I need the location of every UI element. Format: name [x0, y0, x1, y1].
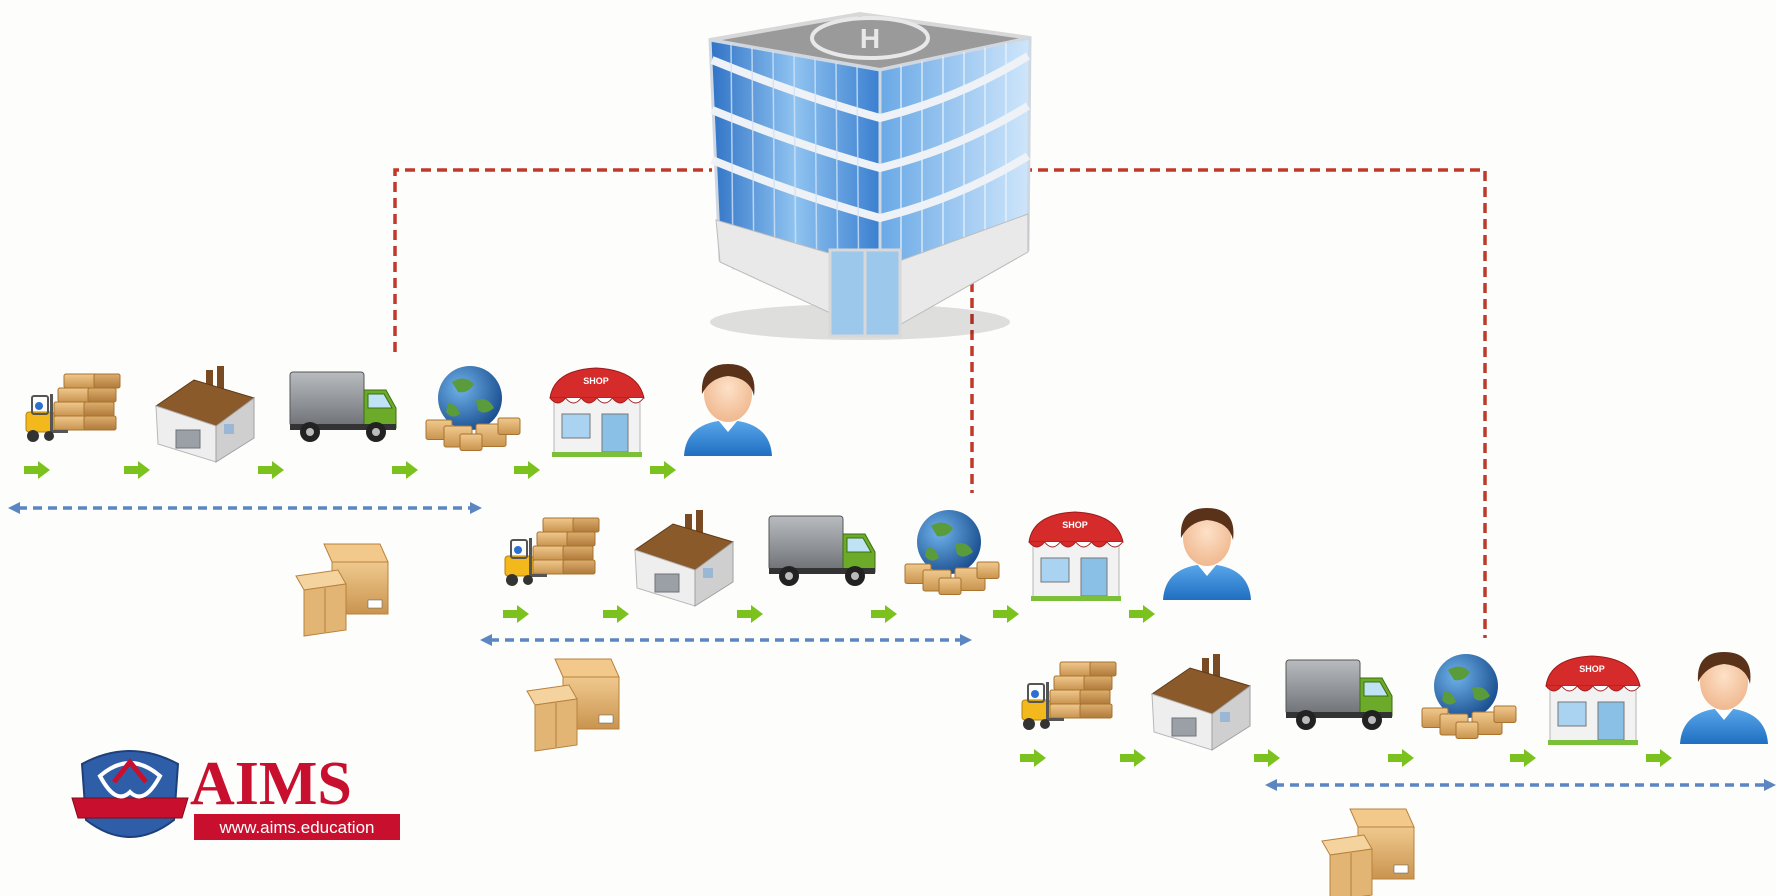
warehouse-forklift-icon [25, 373, 121, 442]
globe-distribution-icon [904, 510, 1000, 595]
span-double-arrow-icon [8, 502, 482, 514]
svg-text:H: H [860, 23, 880, 54]
aims-crest-icon [71, 750, 189, 838]
flow-arrow-icon [1254, 749, 1280, 767]
flow-arrow-icon [1510, 749, 1536, 767]
factory-icon [633, 510, 735, 607]
flow-arrow-icon [503, 605, 529, 623]
shop-sign-label: SHOP [1579, 664, 1605, 674]
aims-url-text: www.aims.education [219, 818, 375, 837]
flow-arrow-icon [514, 461, 540, 479]
factory-icon [154, 366, 256, 463]
supply-chain-row: SHOP [480, 508, 1251, 752]
warehouse-forklift-icon [504, 517, 600, 586]
flow-arrow-icon [392, 461, 418, 479]
control-line-chain-1 [393, 168, 712, 352]
delivery-truck-icon [1285, 659, 1393, 730]
control-line-chain-3 [1006, 168, 1487, 638]
supply-chain-row: SHOP [1020, 652, 1776, 896]
delivery-truck-icon [768, 515, 876, 586]
customer-icon [1680, 652, 1768, 744]
flow-arrow-icon [1020, 749, 1046, 767]
factory-icon [1150, 654, 1252, 751]
parcel-box-icon [1321, 808, 1415, 896]
globe-distribution-icon [1421, 654, 1517, 739]
url-banner [194, 814, 400, 840]
flow-arrow-icon [993, 605, 1019, 623]
span-double-arrow-icon [1265, 779, 1776, 791]
flow-arrow-icon [603, 605, 629, 623]
supply-chain-row: SHOP [8, 364, 772, 637]
flow-arrow-icon [258, 461, 284, 479]
flow-arrow-icon [871, 605, 897, 623]
flow-arrow-icon [1646, 749, 1672, 767]
aims-brand-name: AIMS [190, 750, 352, 818]
flow-arrow-icon [1120, 749, 1146, 767]
warehouse-forklift-icon [1021, 661, 1117, 730]
delivery-truck-icon [289, 371, 397, 442]
globe-distribution-icon [425, 366, 521, 451]
flow-arrow-icon [737, 605, 763, 623]
customer-icon [684, 364, 772, 456]
shop-sign-label: SHOP [1062, 520, 1088, 530]
span-double-arrow-icon [480, 634, 972, 646]
shop-sign-label: SHOP [583, 376, 609, 386]
parcel-box-icon [526, 658, 620, 752]
office-building-icon: H [708, 11, 1032, 340]
flow-arrow-icon [124, 461, 150, 479]
customer-icon [1163, 508, 1251, 600]
parcel-box-icon [295, 543, 389, 637]
flow-arrow-icon [650, 461, 676, 479]
flow-arrow-icon [1388, 749, 1414, 767]
flow-arrow-icon [24, 461, 50, 479]
shop-icon: SHOP [1028, 511, 1124, 601]
shop-icon: SHOP [549, 367, 645, 457]
flow-arrow-icon [1129, 605, 1155, 623]
shop-icon: SHOP [1545, 655, 1641, 745]
